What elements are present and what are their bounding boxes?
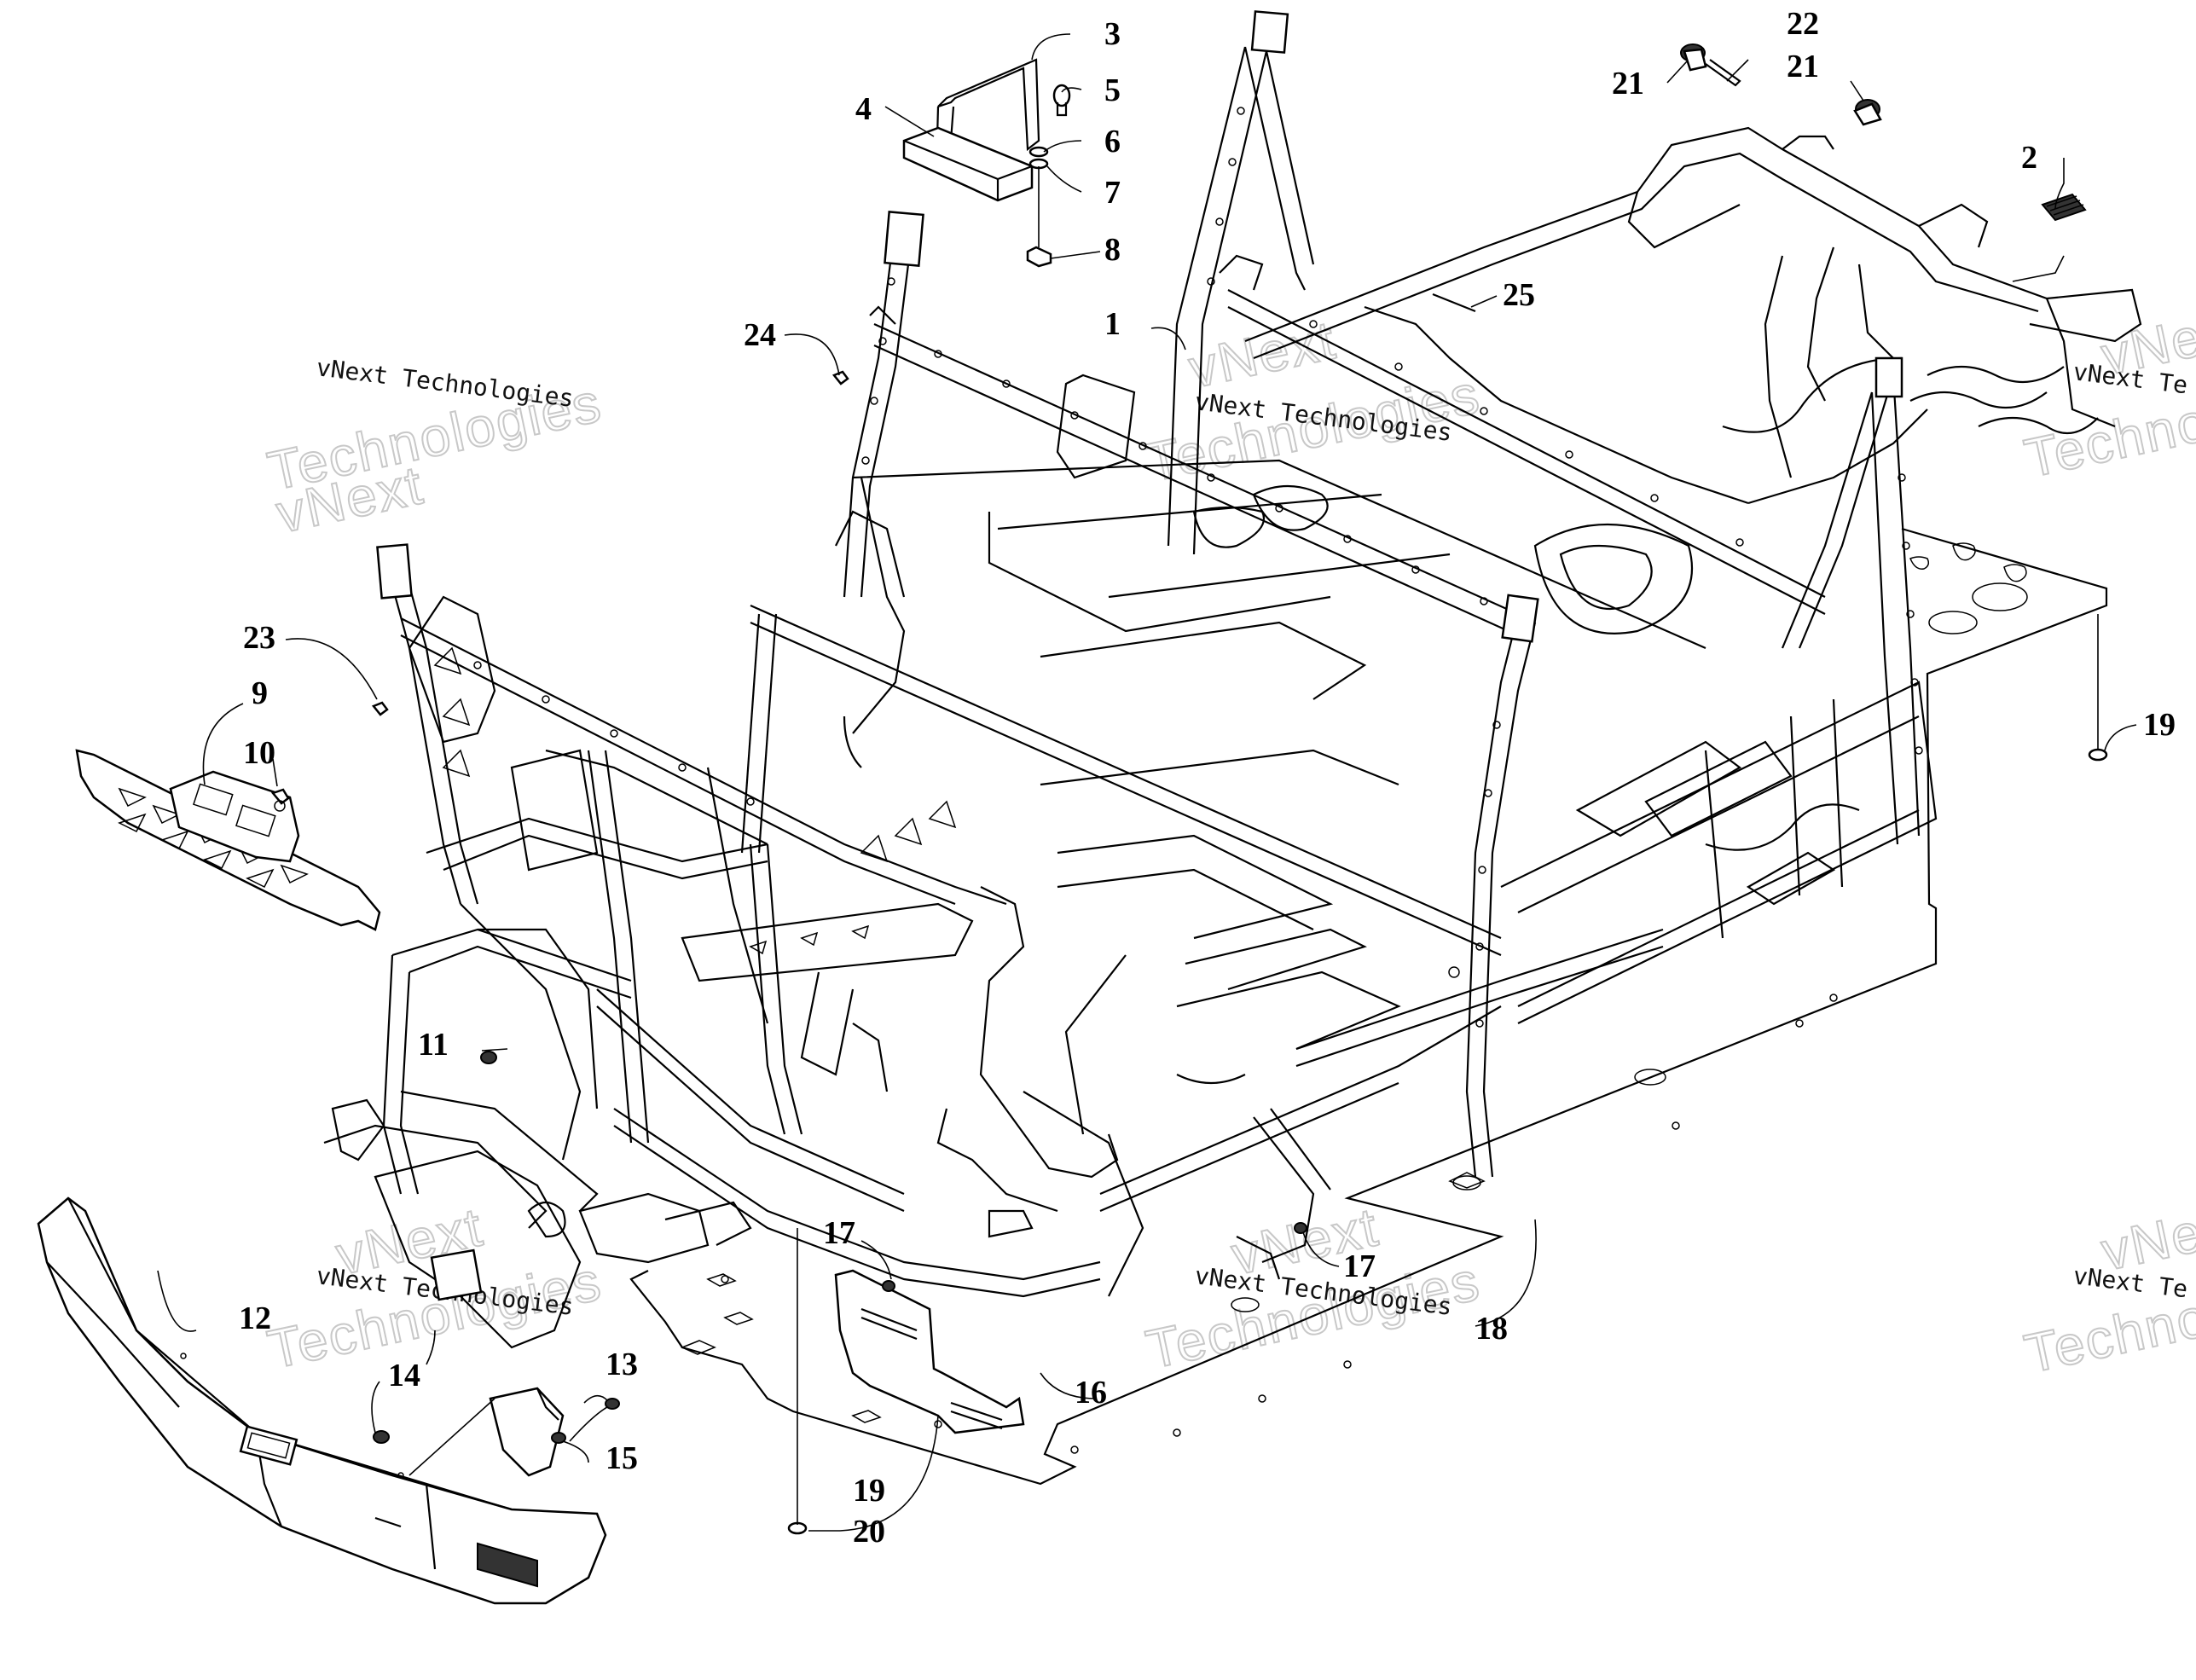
callout-7: 7 <box>1104 175 1121 211</box>
callout-14: 14 <box>388 1358 420 1393</box>
callout-17-left: 17 <box>823 1215 855 1251</box>
washer-lower <box>1028 158 1049 247</box>
watermark: vNext Technologies vNext Technologies <box>262 1195 608 1382</box>
callout-12: 12 <box>239 1301 271 1336</box>
callout-19-front: 19 <box>853 1473 885 1509</box>
callout-16: 16 <box>1075 1375 1107 1411</box>
callout-17-right: 17 <box>1343 1248 1376 1284</box>
callout-19-rear: 19 <box>2143 707 2176 743</box>
strap-nut <box>1026 246 1052 268</box>
main-frame <box>323 10 2142 1349</box>
leader-lines <box>157 33 2137 1532</box>
callout-labels: 1 2 3 4 5 6 7 8 9 10 11 12 13 14 15 16 1… <box>239 6 2176 1550</box>
callout-25: 25 <box>1503 277 1535 313</box>
callout-18: 18 <box>1475 1311 1508 1347</box>
rod <box>1432 293 1476 313</box>
battery-pad <box>902 126 1034 202</box>
bumper-bolt <box>373 1430 390 1444</box>
watermark: vNext Technologies vNext Technologies <box>1140 308 1486 495</box>
bracket-nut <box>551 1398 620 1444</box>
grommet-front <box>787 1228 808 1535</box>
callout-22: 22 <box>1787 6 1819 42</box>
pivot-pin <box>1705 59 1741 87</box>
callout-21-left: 21 <box>1612 66 1644 101</box>
callout-5: 5 <box>1104 72 1121 108</box>
bumper-bracket <box>489 1387 565 1477</box>
watermark: vNext Technologies vNext Technologies <box>1140 1195 1486 1382</box>
washer <box>1028 146 1049 158</box>
strap-bolt <box>1052 84 1071 117</box>
bolt-10 <box>270 788 290 812</box>
callout-2: 2 <box>2021 140 2037 176</box>
bolt-17-right <box>1294 1222 1307 1234</box>
callout-24: 24 <box>744 317 776 353</box>
callout-9: 9 <box>252 675 268 711</box>
grommet-rear <box>2088 614 2108 762</box>
front-bracket-plate <box>169 770 300 863</box>
callout-13: 13 <box>605 1347 638 1382</box>
watermark: vNext Technologies vNext Technologies <box>262 353 608 546</box>
lower-guard-plate <box>834 1269 1025 1434</box>
callout-10: 10 <box>243 735 275 771</box>
callout-4: 4 <box>855 91 872 127</box>
callout-23: 23 <box>243 620 275 656</box>
callout-20: 20 <box>853 1514 885 1550</box>
skid-plate <box>629 527 2108 1486</box>
front-bumper <box>37 1196 607 1605</box>
callout-8: 8 <box>1104 232 1121 268</box>
watermark: vNext Techno vNext Te <box>2019 1190 2196 1386</box>
svg-text:Techno: Techno <box>2019 391 2196 490</box>
callout-15: 15 <box>605 1440 638 1476</box>
callout-6: 6 <box>1104 124 1121 159</box>
callout-11: 11 <box>418 1027 449 1063</box>
fastener-11 <box>480 1051 497 1064</box>
bushing-left <box>1680 43 1707 72</box>
bushing-right <box>1853 99 1882 126</box>
vin-decal <box>2041 193 2087 222</box>
bolt-24 <box>831 370 849 385</box>
callout-3: 3 <box>1104 16 1121 52</box>
bolt-17 <box>882 1280 895 1292</box>
bolt-23 <box>371 701 389 716</box>
callout-1: 1 <box>1104 306 1121 342</box>
callout-21-right: 21 <box>1787 49 1819 84</box>
